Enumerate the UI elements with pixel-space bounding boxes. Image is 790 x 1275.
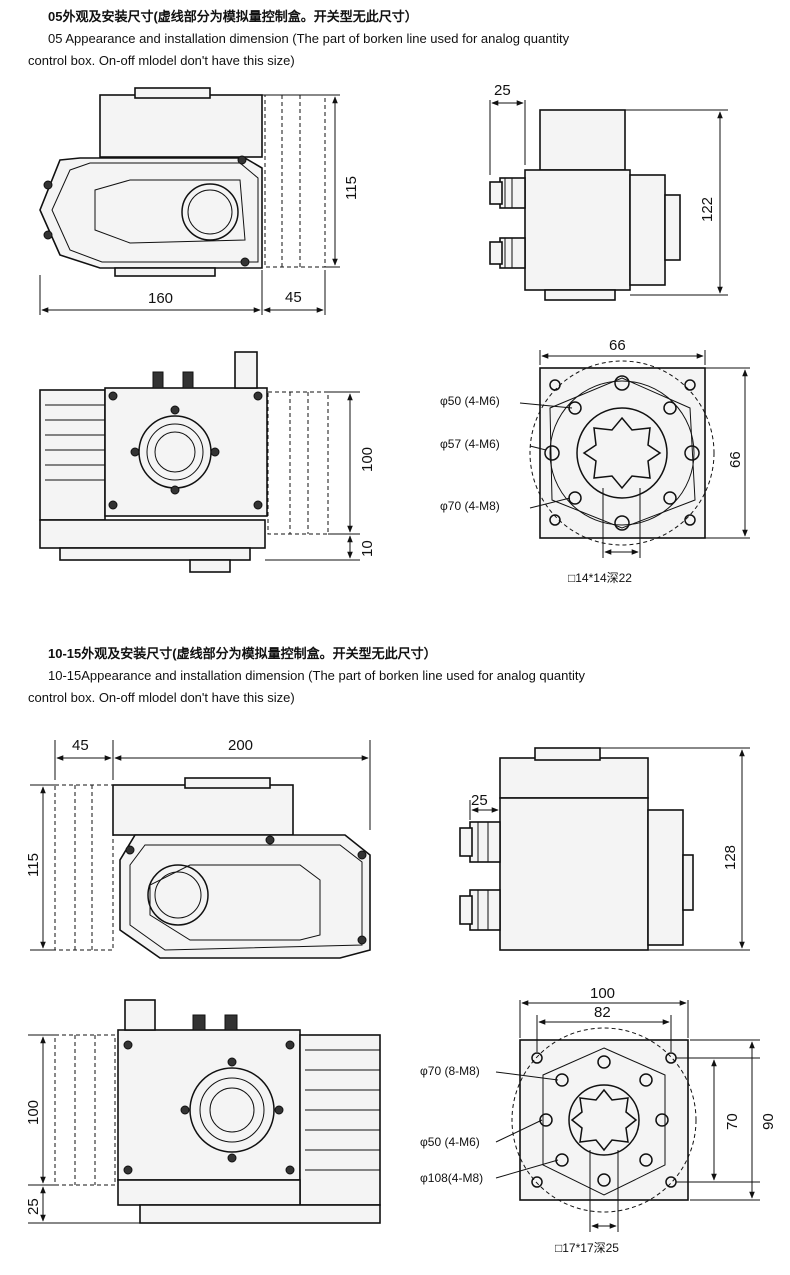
s2-side-view: 25 128 (459, 747, 750, 951)
s2-dim-flange-v-outer: 90 (760, 1113, 777, 1130)
section1-header: 05外观及安装尺寸(虚线部分为模拟量控制盒。开关型无此尺寸） 05 Appear… (0, 6, 790, 72)
section2-title-en-line2: control box. On-off mlodel don't have th… (28, 690, 295, 705)
s2-label-square: □17*17深25 (555, 1241, 619, 1255)
section1-title-en-line2: control box. On-off mlodel don't have th… (28, 53, 295, 68)
s2-dim-side-height: 128 (722, 845, 739, 870)
s1-bottom-view: 100 10 (39, 351, 376, 573)
s2-front-view: 45 200 115 (25, 737, 371, 959)
s2-dim-base-extra: 25 (25, 1198, 42, 1215)
s1-side-view: 25 122 (489, 82, 728, 301)
s2-dim-flange-outer: 100 (590, 985, 615, 1002)
s1-dim-side-offset: 25 (494, 82, 511, 99)
s1-dim-base-extra: 10 (359, 540, 376, 557)
s2-dim-length: 200 (228, 737, 253, 754)
s2-bottom-view: 100 25 (25, 999, 381, 1224)
section2-title-en-line1: 10-15Appearance and installation dimensi… (48, 668, 585, 683)
s2-flange-view: 100 82 70 90 φ70 (8-M8) φ50 (4-M6) φ108(… (420, 985, 777, 1255)
s1-dim-flange-width: 66 (609, 337, 626, 354)
s1-label-pcd2: φ57 (4-M6) (440, 437, 500, 451)
section2-title-cn: 10-15外观及安装尺寸(虚线部分为模拟量控制盒。开关型无此尺寸） (48, 646, 437, 661)
s1-dim-side-height: 122 (699, 197, 716, 222)
s2-dim-flange-inner: 82 (594, 1004, 611, 1021)
s1-dim-box-width: 45 (285, 289, 302, 306)
s1-flange-view: 66 66 φ50 (4-M6) φ57 (4-M6) φ70 (4-M8) □… (440, 337, 750, 585)
s1-dim-base-height: 100 (359, 447, 376, 472)
s1-dim-flange-height: 66 (727, 451, 744, 468)
s1-dim-length: 160 (148, 290, 173, 307)
s2-label-pcd1: φ70 (8-M8) (420, 1064, 480, 1078)
s2-dim-side-offset: 25 (471, 792, 488, 809)
s1-label-square: □14*14深22 (568, 571, 632, 585)
s2-dim-base-height: 100 (25, 1100, 42, 1125)
s2-dim-height: 115 (25, 853, 42, 877)
section2-header: 10-15外观及安装尺寸(虚线部分为模拟量控制盒。开关型无此尺寸） 10-15A… (0, 643, 790, 709)
s2-dim-flange-v-inner: 70 (724, 1113, 741, 1130)
section1-title-en-line1: 05 Appearance and installation dimension… (48, 31, 570, 46)
s1-label-pcd1: φ50 (4-M6) (440, 394, 500, 408)
s1-front-view: 160 45 115 (39, 87, 360, 315)
s1-dim-height: 115 (343, 176, 360, 200)
s2-dim-box-width: 45 (72, 737, 89, 754)
s2-label-pcd3: φ108(4-M8) (420, 1171, 483, 1185)
s2-label-pcd2: φ50 (4-M6) (420, 1135, 480, 1149)
section1-title-cn: 05外观及安装尺寸(虚线部分为模拟量控制盒。开关型无此尺寸） (48, 9, 418, 24)
s1-label-pcd3: φ70 (4-M8) (440, 499, 500, 513)
